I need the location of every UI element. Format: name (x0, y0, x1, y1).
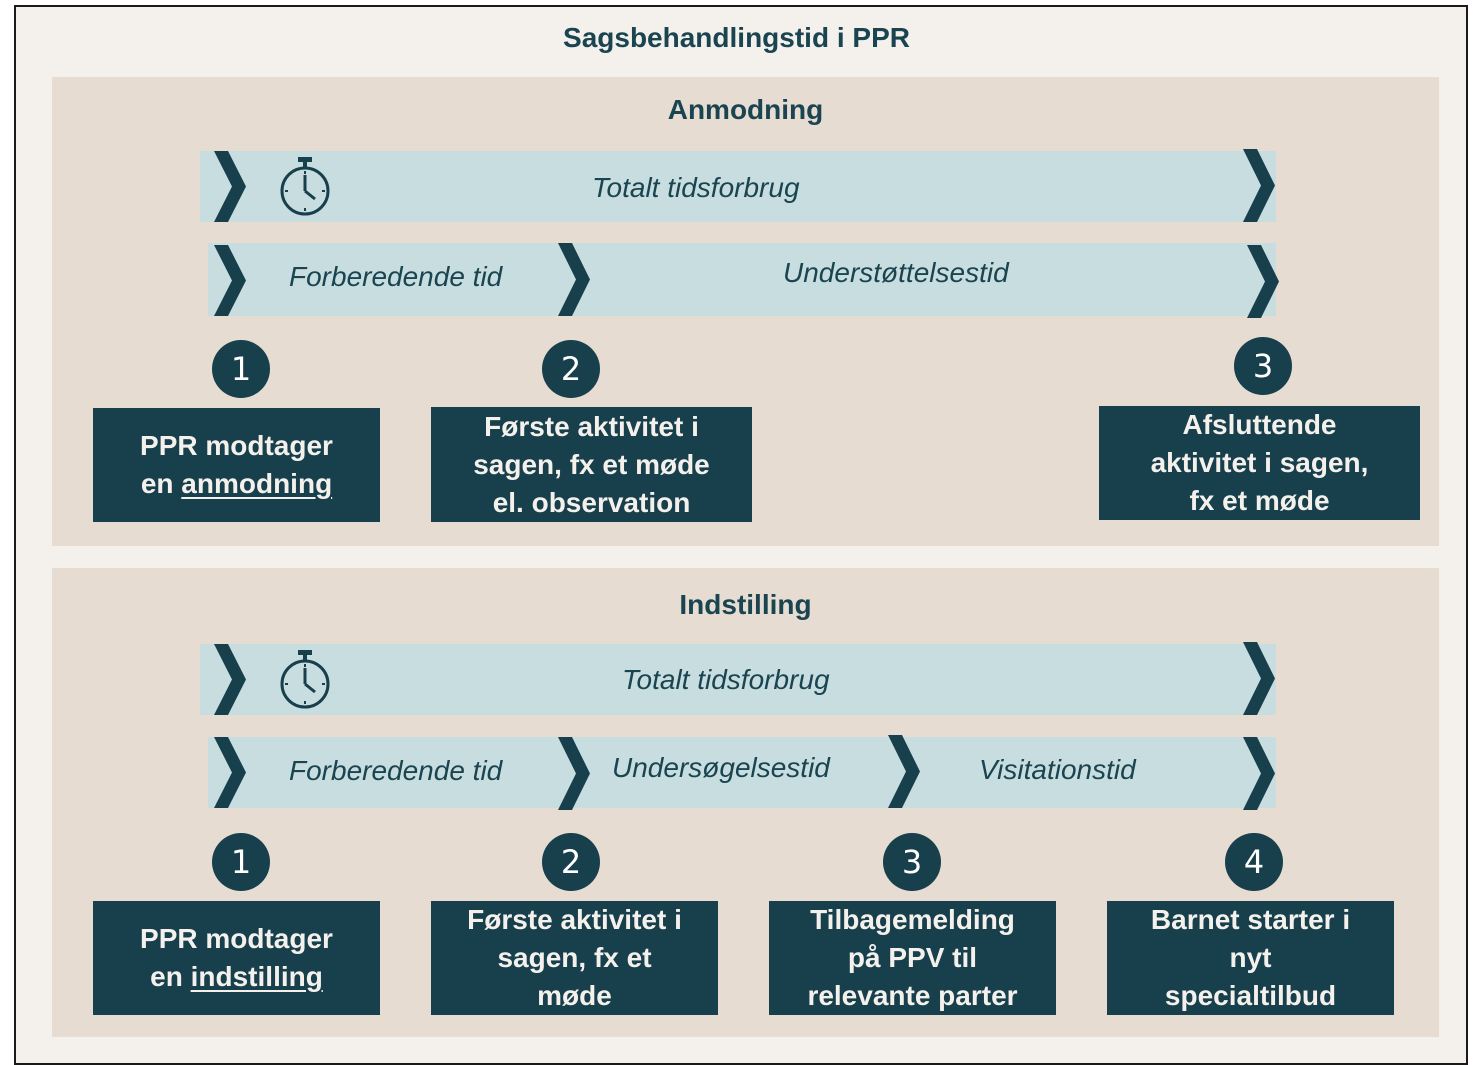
step-text: på PPV til (847, 942, 978, 973)
phase-bar (208, 243, 1276, 316)
step-box: Barnet starter i nyt specialtilbud (1107, 901, 1394, 1015)
chevron-right-icon (214, 245, 246, 316)
step-box: Afsluttende aktivitet i sagen, fx et mød… (1099, 406, 1420, 520)
step-text: sagen, fx et (497, 942, 652, 973)
phase-label-preparation: Forberedende tid (289, 755, 503, 786)
step-text: PPR modtager (140, 923, 333, 954)
chevron-right-icon (1243, 149, 1275, 222)
step-number: 4 (1225, 833, 1283, 891)
phase-bar (208, 737, 1276, 808)
step-box: PPR modtager en anmodning (93, 408, 380, 522)
step-text: en anmodning (140, 468, 333, 499)
step-number: 1 (212, 833, 270, 891)
step-text: Tilbagemelding (810, 904, 1015, 935)
step-text: møde (537, 980, 612, 1011)
step-text: sagen, fx et møde (473, 448, 710, 480)
step-text: Første aktivitet i (484, 410, 699, 442)
phase-label-support: Understøttelsestid (783, 257, 1009, 288)
phase-label-investigation: Undersøgelsestid (612, 752, 830, 783)
chevron-right-icon (214, 151, 246, 222)
chevron-right-icon (214, 737, 246, 808)
diagram-title: Sagsbehandlingstid i PPR (563, 22, 910, 53)
step-number: 3 (1234, 337, 1292, 395)
chevron-right-icon (1243, 642, 1275, 715)
panel-title-indstilling: Indstilling (679, 589, 812, 620)
step-box: Tilbagemelding på PPV til relevante part… (769, 901, 1056, 1015)
step-text: nyt (1229, 942, 1272, 973)
total-time-label: Totalt tidsforbrug (622, 664, 830, 695)
chevron-right-icon (214, 644, 246, 715)
total-time-bar (200, 644, 1276, 715)
chevron-right-icon (1243, 737, 1275, 810)
phase-label-preparation: Forberedende tid (289, 261, 503, 292)
step-number: 3 (883, 833, 941, 891)
chevron-right-icon (1247, 245, 1279, 318)
chevron-right-icon (558, 737, 590, 810)
step-number: 2 (542, 340, 600, 398)
total-time-bar (200, 151, 1276, 222)
stopwatch-icon (280, 650, 330, 709)
step-number: 2 (542, 833, 600, 891)
stopwatch-icon (280, 157, 330, 216)
step-text: en indstilling (150, 961, 323, 992)
step-box: PPR modtager en indstilling (93, 901, 380, 1015)
step-box: Første aktivitet i sagen, fx et møde el.… (431, 407, 752, 522)
phase-label-visitation: Visitationstid (979, 754, 1136, 785)
chevron-right-icon (888, 735, 920, 808)
step-text: fx et møde (1189, 485, 1330, 516)
panel-title-anmodning: Anmodning (667, 94, 824, 125)
step-text: Afsluttende (1182, 409, 1337, 440)
step-text: Barnet starter i (1150, 904, 1351, 935)
step-number: 1 (212, 340, 270, 398)
step-text: Første aktivitet i (467, 904, 682, 935)
chevron-right-icon (558, 243, 590, 316)
step-text: relevante parter (807, 980, 1018, 1011)
step-box: Første aktivitet i sagen, fx et møde (431, 901, 718, 1015)
step-text: aktivitet i sagen, (1150, 447, 1369, 478)
step-text: el. observation (492, 486, 691, 518)
step-text: specialtilbud (1164, 980, 1337, 1011)
total-time-label: Totalt tidsforbrug (592, 172, 800, 203)
step-text: PPR modtager (140, 430, 333, 461)
